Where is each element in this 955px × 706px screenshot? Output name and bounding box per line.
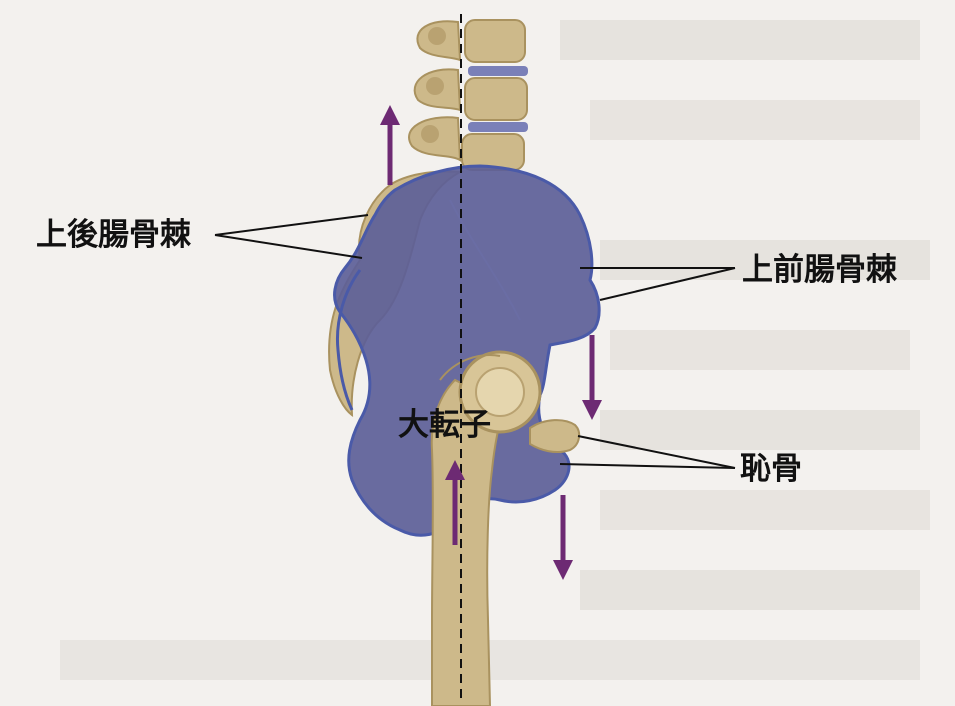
label-pubis: 恥骨 [740,451,802,487]
lumbar-spine [408,19,528,171]
label-anterior-superior-iliac-spine: 上前腸骨棘 [742,252,897,288]
label-posterior-superior-iliac-spine: 上後腸骨棘 [36,217,191,253]
movement-arrows [380,105,602,580]
leader-lines [214,214,736,469]
label-greater-trochanter: 大転子 [398,407,491,443]
pubic-bone [529,419,581,454]
